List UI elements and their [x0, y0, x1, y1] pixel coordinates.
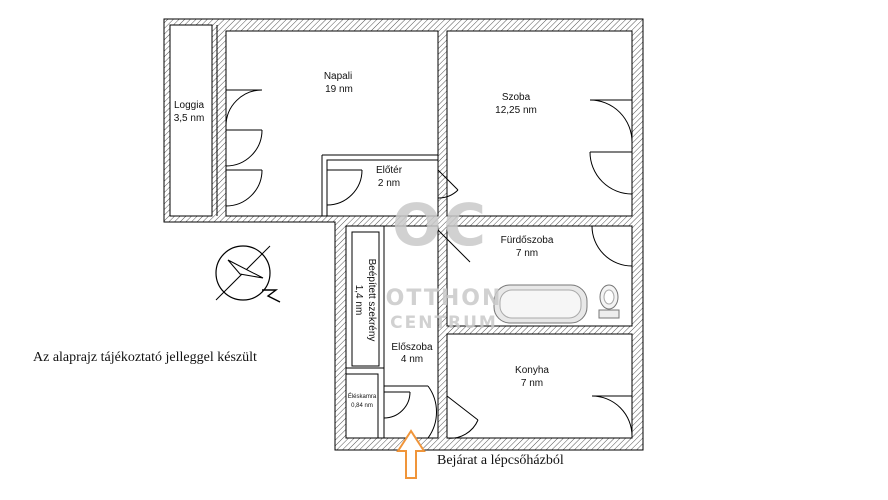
szoba-area: 12,25 nm — [495, 105, 537, 116]
watermark: OC OTTHON CENTRUM — [386, 191, 503, 333]
beepitett-space — [351, 231, 380, 367]
eleskamra-space — [345, 373, 379, 439]
bathtub-icon — [493, 284, 588, 324]
eleskamra-area: 0,84 nm — [351, 403, 373, 409]
eloszoba-area: 4 nm — [401, 354, 423, 365]
loggia-area: 3,5 nm — [174, 113, 205, 124]
beepitett-area: 1,4 nm — [353, 285, 364, 316]
furdoszoba-area: 7 nm — [516, 248, 538, 259]
doors — [225, 89, 633, 439]
furdoszoba-name: Fürdőszoba — [501, 235, 554, 246]
room-labels: Napali 19 nm Szoba 12,25 nm Loggia 3,5 n… — [174, 71, 554, 409]
toilet-icon — [598, 284, 620, 319]
loggia-name: Loggia — [174, 100, 204, 111]
watermark-line1: OTTHON — [386, 286, 503, 311]
napali-area: 19 nm — [325, 84, 353, 95]
eloter-area: 2 nm — [378, 178, 400, 189]
watermark-line2: CENTRUM — [390, 313, 498, 333]
arrow-up-icon — [396, 429, 426, 479]
entrance-label: Bejárat a lépcsőházból — [437, 453, 564, 468]
eleskamra-name: Éléskamra — [348, 393, 377, 400]
beepitett-name: Beépített szekrény — [366, 259, 377, 342]
konyha-name: Konyha — [515, 365, 549, 376]
eloter-space — [326, 159, 439, 217]
north-arrow-icon — [215, 245, 281, 303]
szoba-name: Szoba — [502, 92, 531, 103]
konyha-area: 7 nm — [521, 378, 543, 389]
szoba-space — [446, 30, 633, 217]
loggia-space — [169, 24, 213, 217]
eloter-name: Előtér — [376, 165, 403, 176]
napali-name: Napali — [324, 71, 352, 82]
watermark-logo: OC — [392, 191, 488, 259]
eloszoba-name: Előszoba — [391, 342, 433, 353]
disclaimer-note: Az alaprajz tájékoztató jelleggel készül… — [33, 350, 257, 365]
